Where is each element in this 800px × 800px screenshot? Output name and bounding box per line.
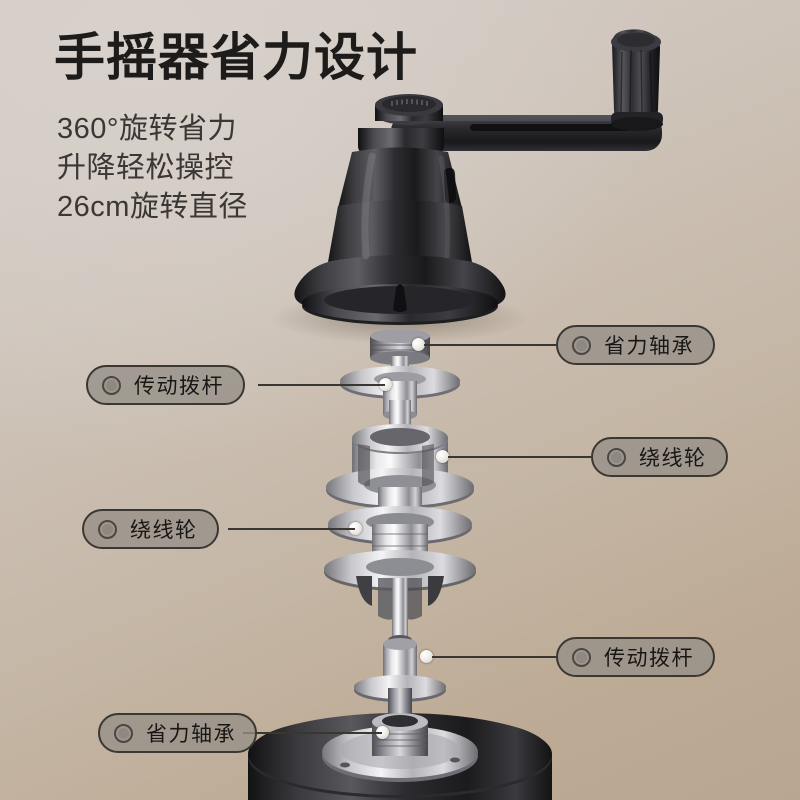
callout-label: 绕线轮 xyxy=(130,519,198,542)
feature-list: 360°旋转省力 升降轻松操控 26cm旋转直径 xyxy=(57,110,248,227)
callout-anchor-spool-right xyxy=(436,450,449,463)
callout-anchor-bearing-bottom xyxy=(376,726,389,739)
bullet-icon xyxy=(607,447,626,467)
callout-label: 省力轴承 xyxy=(604,335,694,358)
callout-label: 传动拨杆 xyxy=(604,647,694,670)
callout-lever-bottom[interactable]: 传动拨杆 xyxy=(556,637,715,677)
callout-anchor-bearing-top xyxy=(412,338,425,351)
callout-leader-spool-right xyxy=(448,456,592,458)
callout-anchor-lever-bottom xyxy=(420,650,433,663)
callout-spool-left[interactable]: 绕线轮 xyxy=(82,509,219,549)
page-title: 手摇器省力设计 xyxy=(54,29,419,86)
feature-item-2: 升降轻松操控 xyxy=(57,152,235,184)
callout-anchor-lever-top xyxy=(379,378,392,391)
callout-leader-bearing-top xyxy=(424,344,557,346)
feature-item-3: 26cm旋转直径 xyxy=(57,191,248,223)
callout-leader-lever-bottom xyxy=(432,656,557,658)
callout-label: 省力轴承 xyxy=(146,723,236,746)
callout-anchor-spool-left xyxy=(349,522,362,535)
bullet-icon xyxy=(98,519,117,539)
bullet-icon xyxy=(572,335,591,355)
callout-leader-bearing-bottom xyxy=(243,732,382,734)
bullet-icon xyxy=(102,375,121,395)
callout-lever-top[interactable]: 传动拨杆 xyxy=(86,365,245,405)
callout-label: 传动拨杆 xyxy=(134,375,224,398)
callout-bearing-top[interactable]: 省力轴承 xyxy=(556,325,715,365)
callout-spool-right[interactable]: 绕线轮 xyxy=(591,437,728,477)
callout-leader-lever-top xyxy=(258,384,385,386)
feature-item-1: 360°旋转省力 xyxy=(57,113,237,145)
callout-label: 绕线轮 xyxy=(639,447,707,470)
callout-leader-spool-left xyxy=(228,528,355,530)
callout-bearing-bottom[interactable]: 省力轴承 xyxy=(98,713,257,753)
bullet-icon xyxy=(114,723,133,743)
bullet-icon xyxy=(572,647,591,667)
